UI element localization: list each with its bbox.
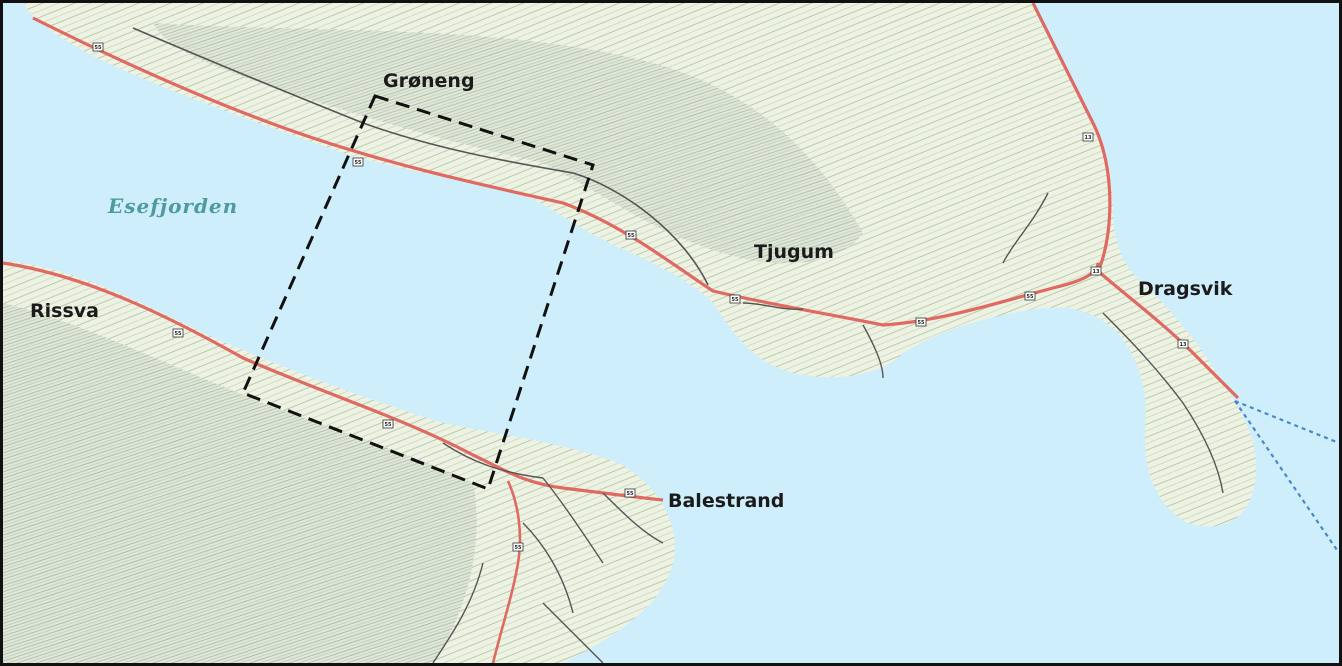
north-steep-slope xyxy=(153,23,863,264)
road-shield-55-f: 55 xyxy=(1024,291,1036,301)
label-rissva: Rissva xyxy=(30,300,99,322)
topographic-map[interactable]: 55 55 55 55 55 55 55 55 55 55 13 13 13 G… xyxy=(3,3,1339,663)
shield-label: 55 xyxy=(515,545,522,551)
shield-label: 55 xyxy=(1027,294,1034,300)
road-shield-55-g: 55 xyxy=(172,328,184,338)
label-tjugum: Tjugum xyxy=(754,241,834,263)
label-balestrand: Balestrand xyxy=(668,490,784,512)
road-shield-55-c: 55 xyxy=(625,230,637,240)
road-shield-55-j: 55 xyxy=(512,542,524,552)
road-shield-55-a: 55 xyxy=(92,42,104,52)
minor-road-north xyxy=(132,27,709,286)
shield-label: 13 xyxy=(1093,269,1100,275)
road-55-south xyxy=(3,261,664,502)
road-shield-55-h: 55 xyxy=(382,419,394,429)
road-13 xyxy=(1031,3,1240,400)
road-shield-55-b: 55 xyxy=(352,157,364,167)
road-shield-55-e: 55 xyxy=(915,317,927,327)
road-55-branch xyxy=(491,480,522,663)
shield-label: 55 xyxy=(732,297,739,303)
shield-label: 55 xyxy=(628,233,635,239)
road-shield-13-b: 13 xyxy=(1090,266,1102,276)
road-shield-55-d: 55 xyxy=(729,294,741,304)
shield-label: 13 xyxy=(1085,135,1092,141)
road-shield-13-a: 13 xyxy=(1082,132,1094,142)
shield-label: 55 xyxy=(918,320,925,326)
label-esefjorden: Esefjorden xyxy=(107,194,238,218)
south-steep-slope xyxy=(3,303,477,663)
shield-label: 55 xyxy=(627,491,634,497)
shield-label: 55 xyxy=(95,45,102,51)
road-shield-55-i: 55 xyxy=(624,488,636,498)
road-shield-13-c: 13 xyxy=(1177,339,1189,349)
label-groneng: Grøneng xyxy=(383,70,475,92)
road-55-north xyxy=(32,16,1100,327)
shield-label: 55 xyxy=(175,331,182,337)
minor-roads-balestrand xyxy=(432,442,664,663)
ferry-route xyxy=(1234,399,1339,554)
shield-label: 13 xyxy=(1180,342,1187,348)
shield-label: 55 xyxy=(355,160,362,166)
north-shore-land xyxy=(23,3,1257,527)
minor-roads-tjugum xyxy=(742,192,1224,494)
label-dragsvik: Dragsvik xyxy=(1138,278,1233,300)
shield-label: 55 xyxy=(385,422,392,428)
